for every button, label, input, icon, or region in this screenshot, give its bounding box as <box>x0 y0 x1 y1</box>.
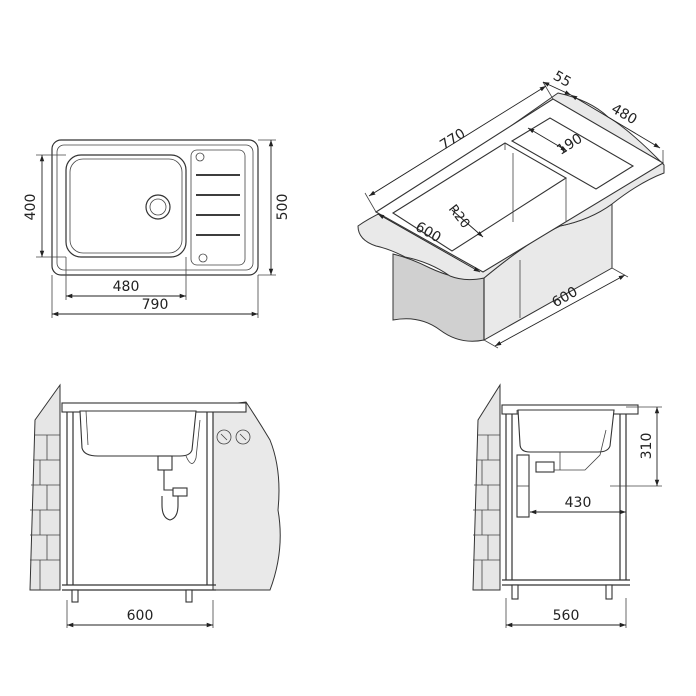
label-480: 480 <box>113 279 140 295</box>
dim-overall-width: 790 <box>51 275 259 318</box>
label-790: 790 <box>142 297 169 313</box>
dim-side-waste: 430 <box>530 486 627 516</box>
top-view: 500 400 480 790 <box>23 139 291 318</box>
side-waste-cap <box>535 461 555 473</box>
sink-inner-rim <box>56 144 254 271</box>
drain-inner <box>149 198 167 216</box>
front-trap <box>157 455 173 471</box>
side-bowl <box>517 409 615 453</box>
drainer-area <box>190 149 246 266</box>
front-waste-pipe <box>185 419 201 464</box>
side-wall-bricks <box>473 434 500 590</box>
valve-right-icon <box>235 429 251 445</box>
label-500: 500 <box>275 194 291 221</box>
side-leg-left <box>511 584 519 600</box>
side-section: 310 430 560 <box>472 383 662 628</box>
sink-outline <box>51 139 259 276</box>
drain-outer <box>145 194 171 220</box>
side-leg-right <box>605 584 613 600</box>
side-wall <box>472 383 501 591</box>
front-leg-right <box>185 589 193 603</box>
label-560: 560 <box>553 608 580 624</box>
label-310: 310 <box>639 433 655 460</box>
front-bowl <box>79 410 197 457</box>
dim-side-height: 310 <box>610 406 662 487</box>
iso-view: 770 55 480 190 R20 600 <box>357 68 665 349</box>
front-section: 600 <box>29 383 281 628</box>
label-770: 770 <box>437 126 468 154</box>
label-400: 400 <box>23 194 39 221</box>
front-leg-left <box>71 589 79 603</box>
label-55: 55 <box>550 68 573 91</box>
label-front-600: 600 <box>127 608 154 624</box>
front-wall-bricks <box>30 434 60 590</box>
overflow-hole <box>198 253 208 263</box>
dim-front-cabinet-width: 600 <box>66 600 214 628</box>
dim-overall-depth: 500 <box>258 139 291 276</box>
side-waste-pipe <box>548 429 607 471</box>
dim-bowl-width: 480 <box>65 257 187 300</box>
bowl-inner <box>69 158 183 254</box>
dim-side-cabinet-depth: 560 <box>505 598 627 628</box>
front-wall <box>29 383 61 591</box>
label-430: 430 <box>565 495 592 511</box>
valve-left-icon <box>216 429 232 445</box>
tap-hole <box>195 152 205 162</box>
drainer-ribs <box>196 174 240 236</box>
front-trap-joint <box>172 487 188 497</box>
front-trap-u <box>161 470 179 521</box>
dim-iso-rim: 55 <box>542 68 574 96</box>
dim-bowl-depth: 400 <box>23 154 66 258</box>
front-side-panel <box>212 401 281 591</box>
bowl <box>65 154 187 258</box>
